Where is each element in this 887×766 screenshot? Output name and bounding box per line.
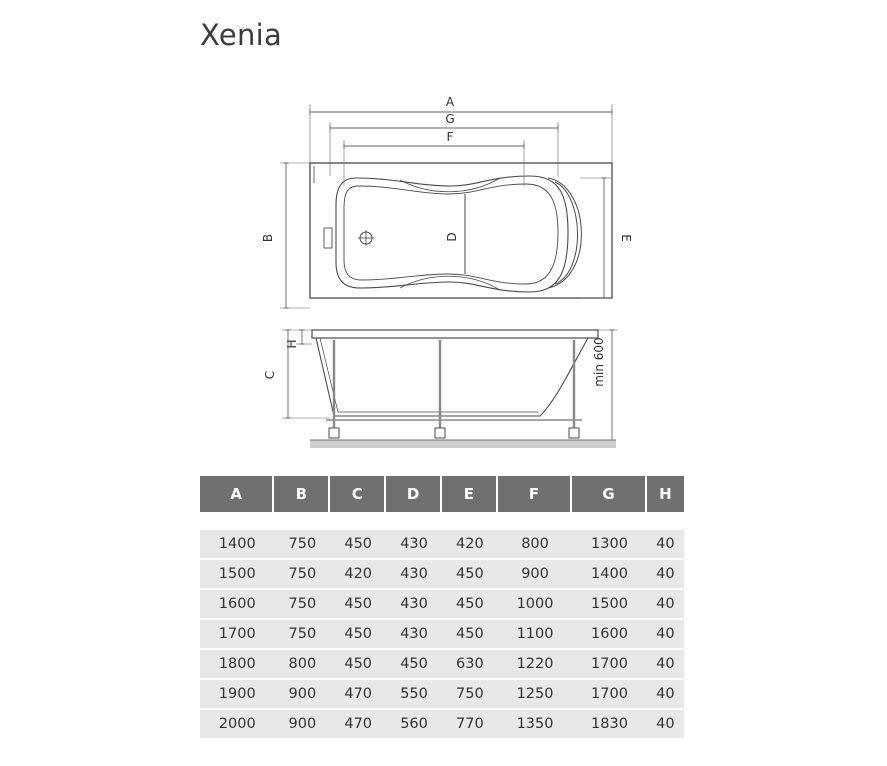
table-cell: 470 bbox=[330, 680, 387, 710]
table-cell: 750 bbox=[274, 590, 331, 620]
headrest bbox=[547, 177, 582, 289]
table-cell: 630 bbox=[441, 650, 498, 680]
table-cell: 900 bbox=[274, 680, 331, 710]
table-cell: 1830 bbox=[572, 710, 647, 740]
table-cell: 770 bbox=[441, 710, 498, 740]
table-cell: 1500 bbox=[200, 560, 275, 590]
table-cell: 1400 bbox=[200, 530, 275, 560]
table-cell: 40 bbox=[646, 710, 684, 740]
table-cell: 900 bbox=[274, 710, 331, 740]
side-view bbox=[310, 329, 616, 448]
table-cell: 800 bbox=[497, 530, 573, 560]
table-cell: 450 bbox=[386, 650, 442, 680]
table-cell: 40 bbox=[646, 530, 684, 560]
table-cell: 750 bbox=[274, 560, 331, 590]
column-header-e: E bbox=[441, 476, 498, 512]
column-header-c: C bbox=[330, 476, 387, 512]
label-b: B bbox=[261, 234, 275, 242]
table-cell: 1600 bbox=[572, 620, 647, 650]
label-a: A bbox=[446, 95, 455, 109]
table-cell: 1700 bbox=[572, 680, 647, 710]
label-f: F bbox=[447, 130, 454, 144]
tub-basin-inner bbox=[343, 183, 559, 285]
table-cell: 1600 bbox=[200, 590, 275, 620]
column-header-d: D bbox=[386, 476, 442, 512]
column-header-f: F bbox=[497, 476, 573, 512]
column-header-g: G bbox=[572, 476, 647, 512]
table-cell: 1700 bbox=[200, 620, 275, 650]
table-cell: 40 bbox=[646, 590, 684, 620]
table-cell: 2000 bbox=[200, 710, 275, 740]
dimension-labels: A G F B D E C H min 600 bbox=[261, 95, 633, 387]
table-cell: 900 bbox=[497, 560, 573, 590]
table-cell: 750 bbox=[441, 680, 498, 710]
table-cell: 1400 bbox=[572, 560, 647, 590]
page-title: Xenia bbox=[200, 18, 283, 52]
column-header-a: A bbox=[200, 476, 275, 512]
table-cell: 1900 bbox=[200, 680, 275, 710]
tub-shell bbox=[315, 337, 589, 417]
table-cell: 1500 bbox=[572, 590, 647, 620]
label-h: H bbox=[285, 339, 299, 348]
table-cell: 1300 bbox=[572, 530, 647, 560]
table-cell: 550 bbox=[386, 680, 442, 710]
table-cell: 450 bbox=[330, 620, 387, 650]
table-cell: 40 bbox=[646, 620, 684, 650]
table-cell: 420 bbox=[441, 530, 498, 560]
table-cell: 450 bbox=[441, 560, 498, 590]
bathtub-dimension-drawing: A G F B D E C H min 600 bbox=[261, 95, 633, 448]
table-cell: 40 bbox=[646, 680, 684, 710]
table-cell: 560 bbox=[386, 710, 442, 740]
table-cell: 1350 bbox=[497, 710, 573, 740]
tub-outline-top bbox=[309, 162, 613, 299]
table-cell: 750 bbox=[274, 530, 331, 560]
column-header-b: B bbox=[274, 476, 331, 512]
table-cell: 450 bbox=[330, 650, 387, 680]
table-cell: 1000 bbox=[497, 590, 573, 620]
label-g: G bbox=[445, 112, 454, 126]
table-cell: 1220 bbox=[497, 650, 573, 680]
tub-basin bbox=[335, 175, 569, 293]
label-d: D bbox=[445, 232, 459, 241]
table-cell: 1100 bbox=[497, 620, 573, 650]
floor bbox=[310, 440, 616, 448]
tub-rim bbox=[311, 329, 599, 339]
table-cell: 40 bbox=[646, 560, 684, 590]
label-e: E bbox=[619, 234, 633, 242]
table-cell: 430 bbox=[386, 560, 442, 590]
table-cell: 800 bbox=[274, 650, 331, 680]
table-cell: 450 bbox=[441, 620, 498, 650]
table-cell: 420 bbox=[330, 560, 387, 590]
table-cell: 40 bbox=[646, 650, 684, 680]
table-cell: 430 bbox=[386, 530, 442, 560]
table-cell: 1700 bbox=[572, 650, 647, 680]
label-min-height: min 600 bbox=[592, 337, 606, 386]
column-header-h: H bbox=[646, 476, 684, 512]
table-cell: 470 bbox=[330, 710, 387, 740]
table-cell: 450 bbox=[441, 590, 498, 620]
table-cell: 430 bbox=[386, 590, 442, 620]
top-view bbox=[309, 162, 613, 299]
dimension-lines bbox=[280, 104, 618, 441]
table-cell: 450 bbox=[330, 590, 387, 620]
table-cell: 430 bbox=[386, 620, 442, 650]
table-cell: 1800 bbox=[200, 650, 275, 680]
label-c: C bbox=[263, 371, 277, 379]
table-cell: 450 bbox=[330, 530, 387, 560]
table-cell: 750 bbox=[274, 620, 331, 650]
table-cell: 1250 bbox=[497, 680, 573, 710]
